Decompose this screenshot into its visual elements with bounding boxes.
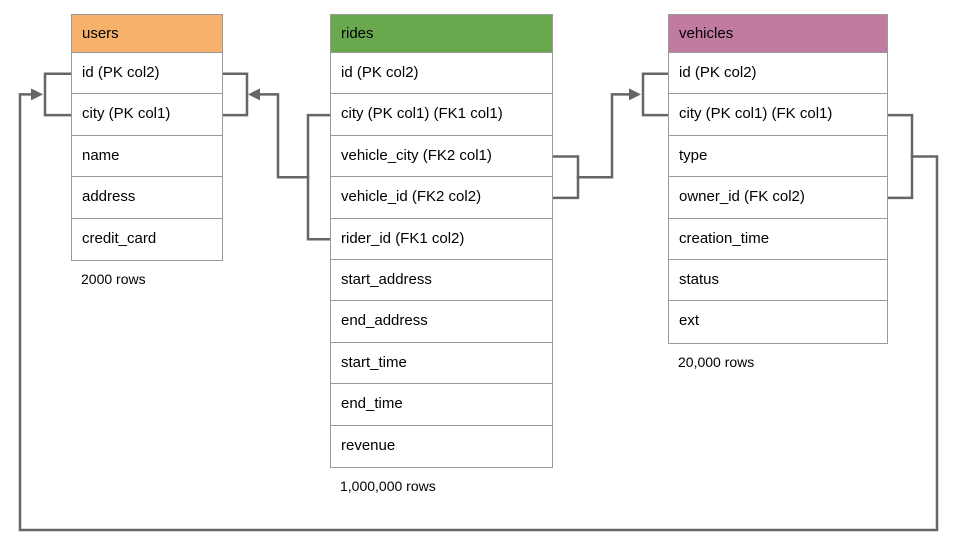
fk-bracket-rides-left <box>306 113 332 241</box>
connector-rides-fk1-to-users <box>258 93 310 179</box>
table-row: end_address <box>331 301 552 343</box>
table-row: type <box>669 135 887 178</box>
table-header-users: users <box>71 14 223 53</box>
pk-bracket-users-right <box>221 72 249 117</box>
table-row: id (PK col2) <box>669 53 887 95</box>
table-row: city (PK col1) <box>72 94 222 136</box>
arrowhead-rides-fk2-to-vehicles <box>629 88 641 101</box>
row-count-label-users: 2000 rows <box>81 270 146 287</box>
table-header-vehicles: vehicles <box>668 14 888 53</box>
table-row: city (PK col1) (FK col1) <box>669 94 887 136</box>
table-row: city (PK col1) (FK1 col1) <box>331 94 552 136</box>
table-row: ext <box>669 301 887 343</box>
table-row: credit_card <box>72 218 222 260</box>
row-count-label-rides: 1,000,000 rows <box>340 477 436 494</box>
table-header-rides: rides <box>330 14 553 53</box>
table-row: name <box>72 135 222 178</box>
table-row: start_address <box>331 259 552 302</box>
pk-bracket-users-left <box>43 72 73 117</box>
table-vehicles: vehicles id (PK col2)city (PK col1) (FK … <box>668 14 888 370</box>
table-row: revenue <box>331 425 552 467</box>
arrowhead-rides-fk1-to-users <box>248 88 260 101</box>
pk-bracket-vehicles-left <box>641 72 670 117</box>
table-row: vehicle_id (FK2 col2) <box>331 177 552 219</box>
table-row: start_time <box>331 342 552 385</box>
table-columns-vehicles: id (PK col2)city (PK col1) (FK col1)type… <box>668 53 888 344</box>
table-row: owner_id (FK col2) <box>669 177 887 219</box>
table-row: id (PK col2) <box>331 53 552 95</box>
connector-rides-fk2-to-vehicles <box>576 93 631 179</box>
fk-bracket-rides-right <box>551 155 580 200</box>
table-row: vehicle_city (FK2 col1) <box>331 135 552 178</box>
table-row: address <box>72 177 222 219</box>
table-row: rider_id (FK1 col2) <box>331 218 552 260</box>
table-row: creation_time <box>669 218 887 260</box>
table-rides: rides id (PK col2)city (PK col1) (FK1 co… <box>330 14 553 494</box>
fk-bracket-vehicles-right <box>886 113 914 200</box>
table-row: status <box>669 259 887 302</box>
table-row: end_time <box>331 384 552 426</box>
table-columns-rides: id (PK col2)city (PK col1) (FK1 col1)veh… <box>330 53 553 468</box>
arrowhead-vehicles-fk-to-users <box>31 88 43 101</box>
row-count-label-vehicles: 20,000 rows <box>678 353 755 370</box>
table-row: id (PK col2) <box>72 53 222 95</box>
